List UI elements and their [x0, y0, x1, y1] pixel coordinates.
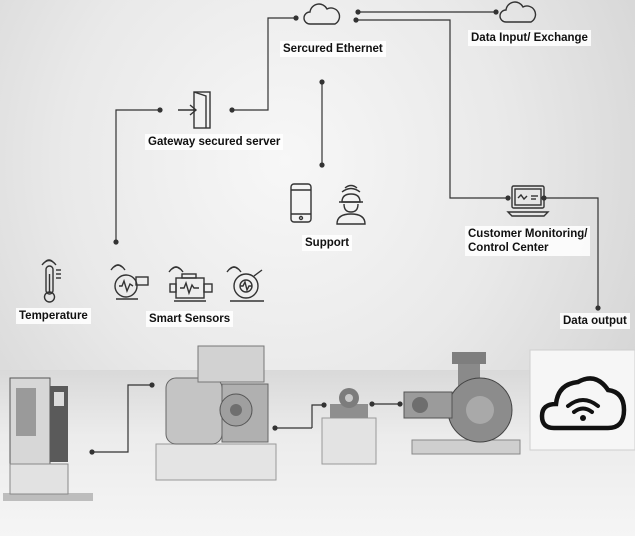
label-customer: Customer Monitoring/ Control Center	[465, 226, 591, 256]
floor	[0, 370, 635, 536]
label-data-output: Data output	[560, 313, 630, 329]
line-sensors-gateway	[115, 109, 160, 242]
label-smart-sensors: Smart Sensors	[146, 311, 234, 327]
line-machine-1	[92, 384, 152, 453]
line-gateway-ethernet	[232, 17, 296, 111]
label-temperature: Temperature	[16, 308, 91, 324]
machinery-scene	[3, 345, 635, 501]
label-customer-line2: Control Center	[468, 242, 549, 254]
centrifugal-pump	[403, 352, 521, 455]
fan-sensor-icon	[226, 266, 264, 302]
thermometer-icon	[41, 259, 61, 303]
cloud-wifi-icon	[539, 376, 627, 431]
drive-cabinet	[3, 377, 93, 501]
label-customer-line1: Customer Monitoring/	[468, 228, 588, 240]
label-gateway: Gateway secured server	[145, 134, 284, 150]
bearing-unit	[321, 388, 377, 465]
motor-sensor-icon	[168, 266, 213, 302]
laptop-icon	[506, 185, 550, 217]
label-data-input: Data Input/ Exchange	[468, 30, 591, 46]
worker-icon	[336, 184, 366, 225]
cloud-icon	[303, 3, 341, 25]
label-support: Support	[302, 235, 353, 251]
label-secured-ethernet: Sercured Ethernet	[280, 41, 386, 57]
pump-sensor-icon	[110, 264, 149, 300]
smartphone-icon	[290, 183, 312, 223]
line-customer-output	[544, 197, 599, 308]
cloud-icon	[499, 1, 537, 23]
line-ethernet-customer	[356, 19, 508, 199]
electric-motor	[155, 345, 277, 481]
line-machine-3	[311, 404, 324, 428]
door-enter-icon	[178, 91, 211, 129]
